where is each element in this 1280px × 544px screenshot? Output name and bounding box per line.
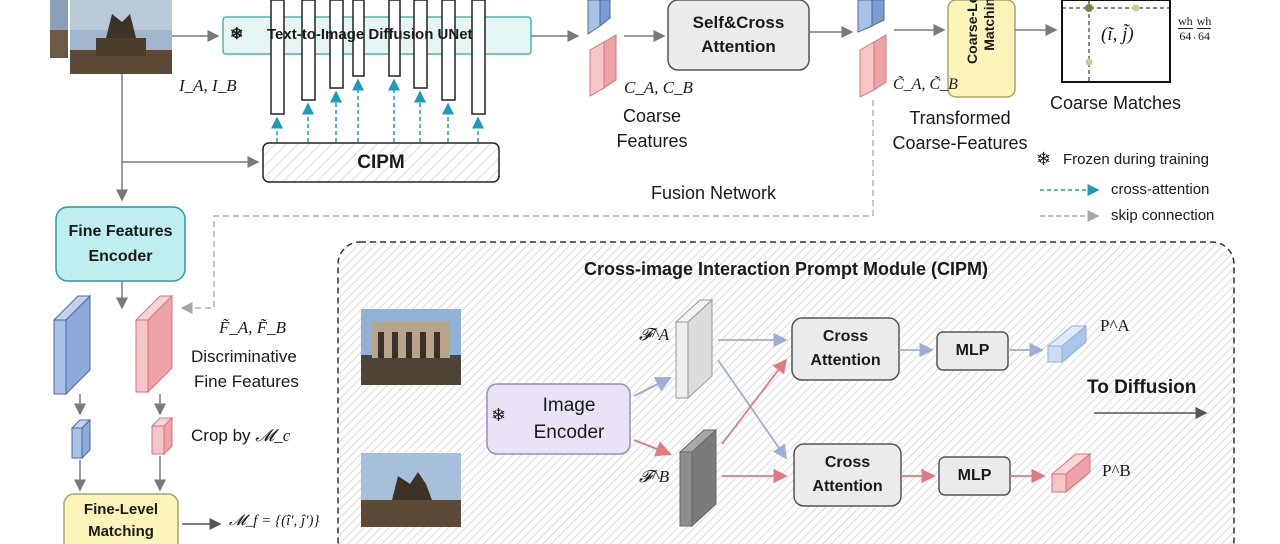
fine-features-line2: Fine Features	[194, 372, 299, 391]
mlp-a-label: MLP	[955, 342, 990, 359]
cipm-small-box	[262, 142, 500, 183]
cross-attention-a-box	[791, 317, 900, 381]
prompt-block-pa	[1046, 324, 1088, 364]
self-cross-line2: Attention	[701, 37, 776, 56]
cross-attn-a-line2: Attention	[810, 352, 881, 369]
image-encoder-line2: Encoder	[533, 422, 605, 443]
arrow-encoder-to-fa	[633, 377, 672, 397]
fine-encoder-label: Fine Features Encoder	[56, 214, 185, 274]
fine-matching-line2: Matching	[88, 523, 154, 540]
image-encoder-label: Image Encoder	[508, 386, 630, 452]
coarse-matches-fraction: wh 64 · wh 64	[1178, 14, 1212, 45]
unet-cross-attention-arrows	[271, 78, 484, 142]
cipm-small-label: CIPM	[357, 152, 405, 173]
cross-attention-a-label: Cross Attention	[792, 321, 899, 377]
cross-attn-b-line2: Attention	[812, 478, 883, 495]
crop-math: 𝓜_c	[255, 426, 291, 445]
prompt-block-pb	[1050, 452, 1092, 494]
transformed-line1: Transformed	[909, 108, 1011, 128]
arrow-fb-to-ca-a	[721, 358, 788, 445]
crop-blue	[70, 418, 92, 460]
transformed-line2: Coarse-Features	[892, 133, 1028, 153]
image-encoder-line1: Image	[542, 395, 596, 416]
match-point	[1132, 4, 1140, 12]
coarse-features-line2: Features	[616, 131, 688, 151]
unet-label: Text-to-Image Diffusion UNet	[267, 26, 473, 43]
mf-math: 𝓜_f = {(î′, ĵ′)}	[229, 513, 320, 529]
cross-attention-b-label: Cross Attention	[794, 447, 901, 503]
input-image-left-partial	[50, 0, 68, 58]
coarse-matching-box	[947, 0, 1016, 98]
frac-den: 64	[1179, 29, 1192, 43]
pb-label: P^B	[1102, 461, 1131, 480]
pa-label: P^A	[1100, 316, 1130, 335]
transformed-feature-pink	[859, 34, 887, 98]
legend-skip: skip connection	[1111, 207, 1215, 224]
arrow-encoder-to-fb	[633, 439, 672, 457]
crop-text: Crop by	[191, 426, 251, 445]
frac-num: wh	[1178, 14, 1193, 29]
coarse-matching-label-wrap: Coarse-Level Matching	[948, 0, 1015, 97]
match-point-main	[1085, 4, 1093, 12]
coarse-matching-line1: Coarse-Level	[964, 0, 980, 64]
arrow-fa-to-ca-b	[717, 359, 788, 460]
fine-matching-line1: Fine-Level	[83, 501, 159, 518]
fine-matching-label: Fine-Level Matching	[64, 498, 178, 544]
unet-snowflake-icon: ❄	[230, 26, 244, 43]
match-point	[1085, 58, 1093, 66]
fine-feature-blue	[52, 294, 92, 396]
self-cross-attention-box	[667, 0, 810, 71]
frac-num2: wh	[1196, 14, 1212, 29]
cross-attn-b-line1: Cross	[824, 454, 871, 471]
frac-sep: ·	[1192, 30, 1197, 45]
input-image-brandenburg	[70, 0, 172, 74]
fine-encoder-line1: Fine Features	[68, 223, 173, 240]
inputs-label: I_A, I_B	[179, 76, 237, 95]
mlp-b-label: MLP	[957, 467, 992, 484]
crop-pink	[150, 416, 174, 456]
legend-cross: cross-attention	[1111, 181, 1210, 198]
unet-feature-bars	[270, 0, 486, 115]
self-cross-attention-label: Self&Cross Attention	[668, 7, 809, 63]
transformed-feature-blue	[857, 0, 885, 33]
fusion-network-label: Fusion Network	[651, 183, 777, 203]
fine-encoder-box	[55, 206, 186, 282]
fine-features-line1: Discriminative	[191, 347, 297, 366]
legend-snowflake-icon: ❄	[1036, 149, 1052, 169]
self-cross-line1: Self&Cross	[692, 13, 785, 32]
coarse-features-line1: Coarse	[622, 106, 682, 126]
feature-plane-fb	[678, 428, 718, 528]
coarse-matches-ij: (ĩ, j̃)	[1101, 24, 1134, 45]
cipm-title: Cross-image Interaction Prompt Module (C…	[583, 259, 989, 279]
skip-connection-path	[180, 100, 874, 314]
image-encoder-box	[486, 383, 631, 455]
fine-matching-box	[63, 493, 179, 544]
coarse-feature-blue	[587, 0, 611, 35]
fine-encoder-line2: Encoder	[88, 248, 153, 265]
cross-attn-a-line1: Cross	[822, 328, 869, 345]
legend-frozen: Frozen during training	[1063, 151, 1209, 168]
cross-attention-b-box	[793, 443, 902, 507]
transformed-math: C̃_A, C̃_B	[893, 76, 958, 93]
fb-math: 𝓕^B	[639, 467, 670, 486]
coarse-features-math: C_A, C_B	[624, 78, 693, 97]
cipm-image-a	[361, 309, 461, 385]
coarse-matching-line2: Matching	[981, 0, 997, 51]
coarse-feature-pink	[589, 34, 617, 97]
crop-label: Crop by 𝓜_c	[191, 424, 290, 448]
fine-feature-pink	[134, 294, 174, 394]
to-diffusion-label: To Diffusion	[1087, 377, 1197, 398]
feature-plane-fa	[674, 298, 714, 400]
cipm-image-b	[361, 453, 461, 527]
coarse-matches-grid	[1061, 0, 1171, 83]
encoder-snowflake-icon: ❄	[491, 405, 507, 425]
coarse-matches-label: Coarse Matches	[1050, 93, 1182, 113]
mlp-a-box	[936, 331, 1009, 371]
fa-math: 𝓕^A	[639, 325, 670, 344]
frac-den2: 64	[1198, 29, 1210, 43]
fine-features-math: F̃_A, F̃_B	[219, 318, 287, 337]
